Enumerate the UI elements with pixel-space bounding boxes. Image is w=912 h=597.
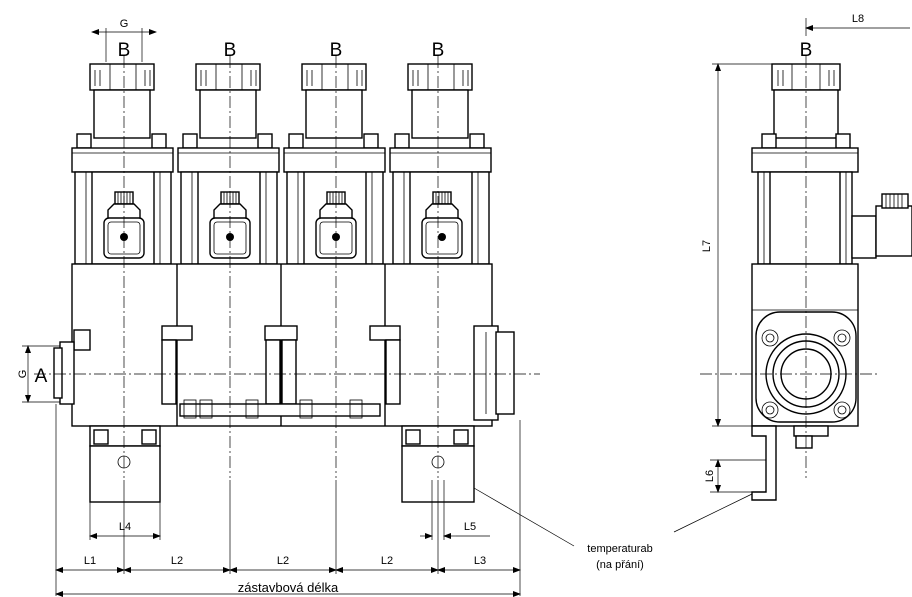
g-left-label: G [17,370,29,379]
l3-label: L3 [474,555,486,567]
temperature-block-left [89,425,161,503]
front-view: G B B B B A G L4 [17,18,540,597]
temperature-callout: temperaturab (na přání) [473,487,753,571]
manifold-body [53,263,515,427]
port-b-label-3: B [330,40,343,61]
l5-label: L5 [464,521,476,533]
port-b-label-4: B [432,40,445,61]
side-view: L7 L6 L8 B [700,13,912,501]
l2-label-3: L2 [381,555,393,567]
temperature-label-line2: (na přání) [596,559,644,571]
temperature-block-right [401,425,475,503]
port-b-label-2: B [224,40,237,61]
l8-label: L8 [852,13,864,25]
l4-label: L4 [119,521,131,533]
l1-label: L1 [84,555,96,567]
g-dimension-left: G [17,345,60,403]
g-top-label: G [120,18,129,30]
valve-unit-1 [71,63,174,265]
temperature-label-line1: temperaturab [587,543,652,555]
g-dimension-top: G [91,18,157,62]
l6-label: L6 [704,470,716,482]
installation-length-label: zástavbová délka [238,580,339,595]
bottom-dimensions: L4 L5 L1 L2 L2 L2 L3 zástavbová délka [55,404,521,597]
mounting-bolts [183,399,363,419]
port-b-label-side: B [800,40,813,61]
port-b-label-1: B [118,40,131,61]
l2-label-1: L2 [171,555,183,567]
l7-label: L7 [701,240,713,252]
port-a-label: A [35,366,48,387]
center-lines [34,56,540,478]
l2-label-2: L2 [277,555,289,567]
